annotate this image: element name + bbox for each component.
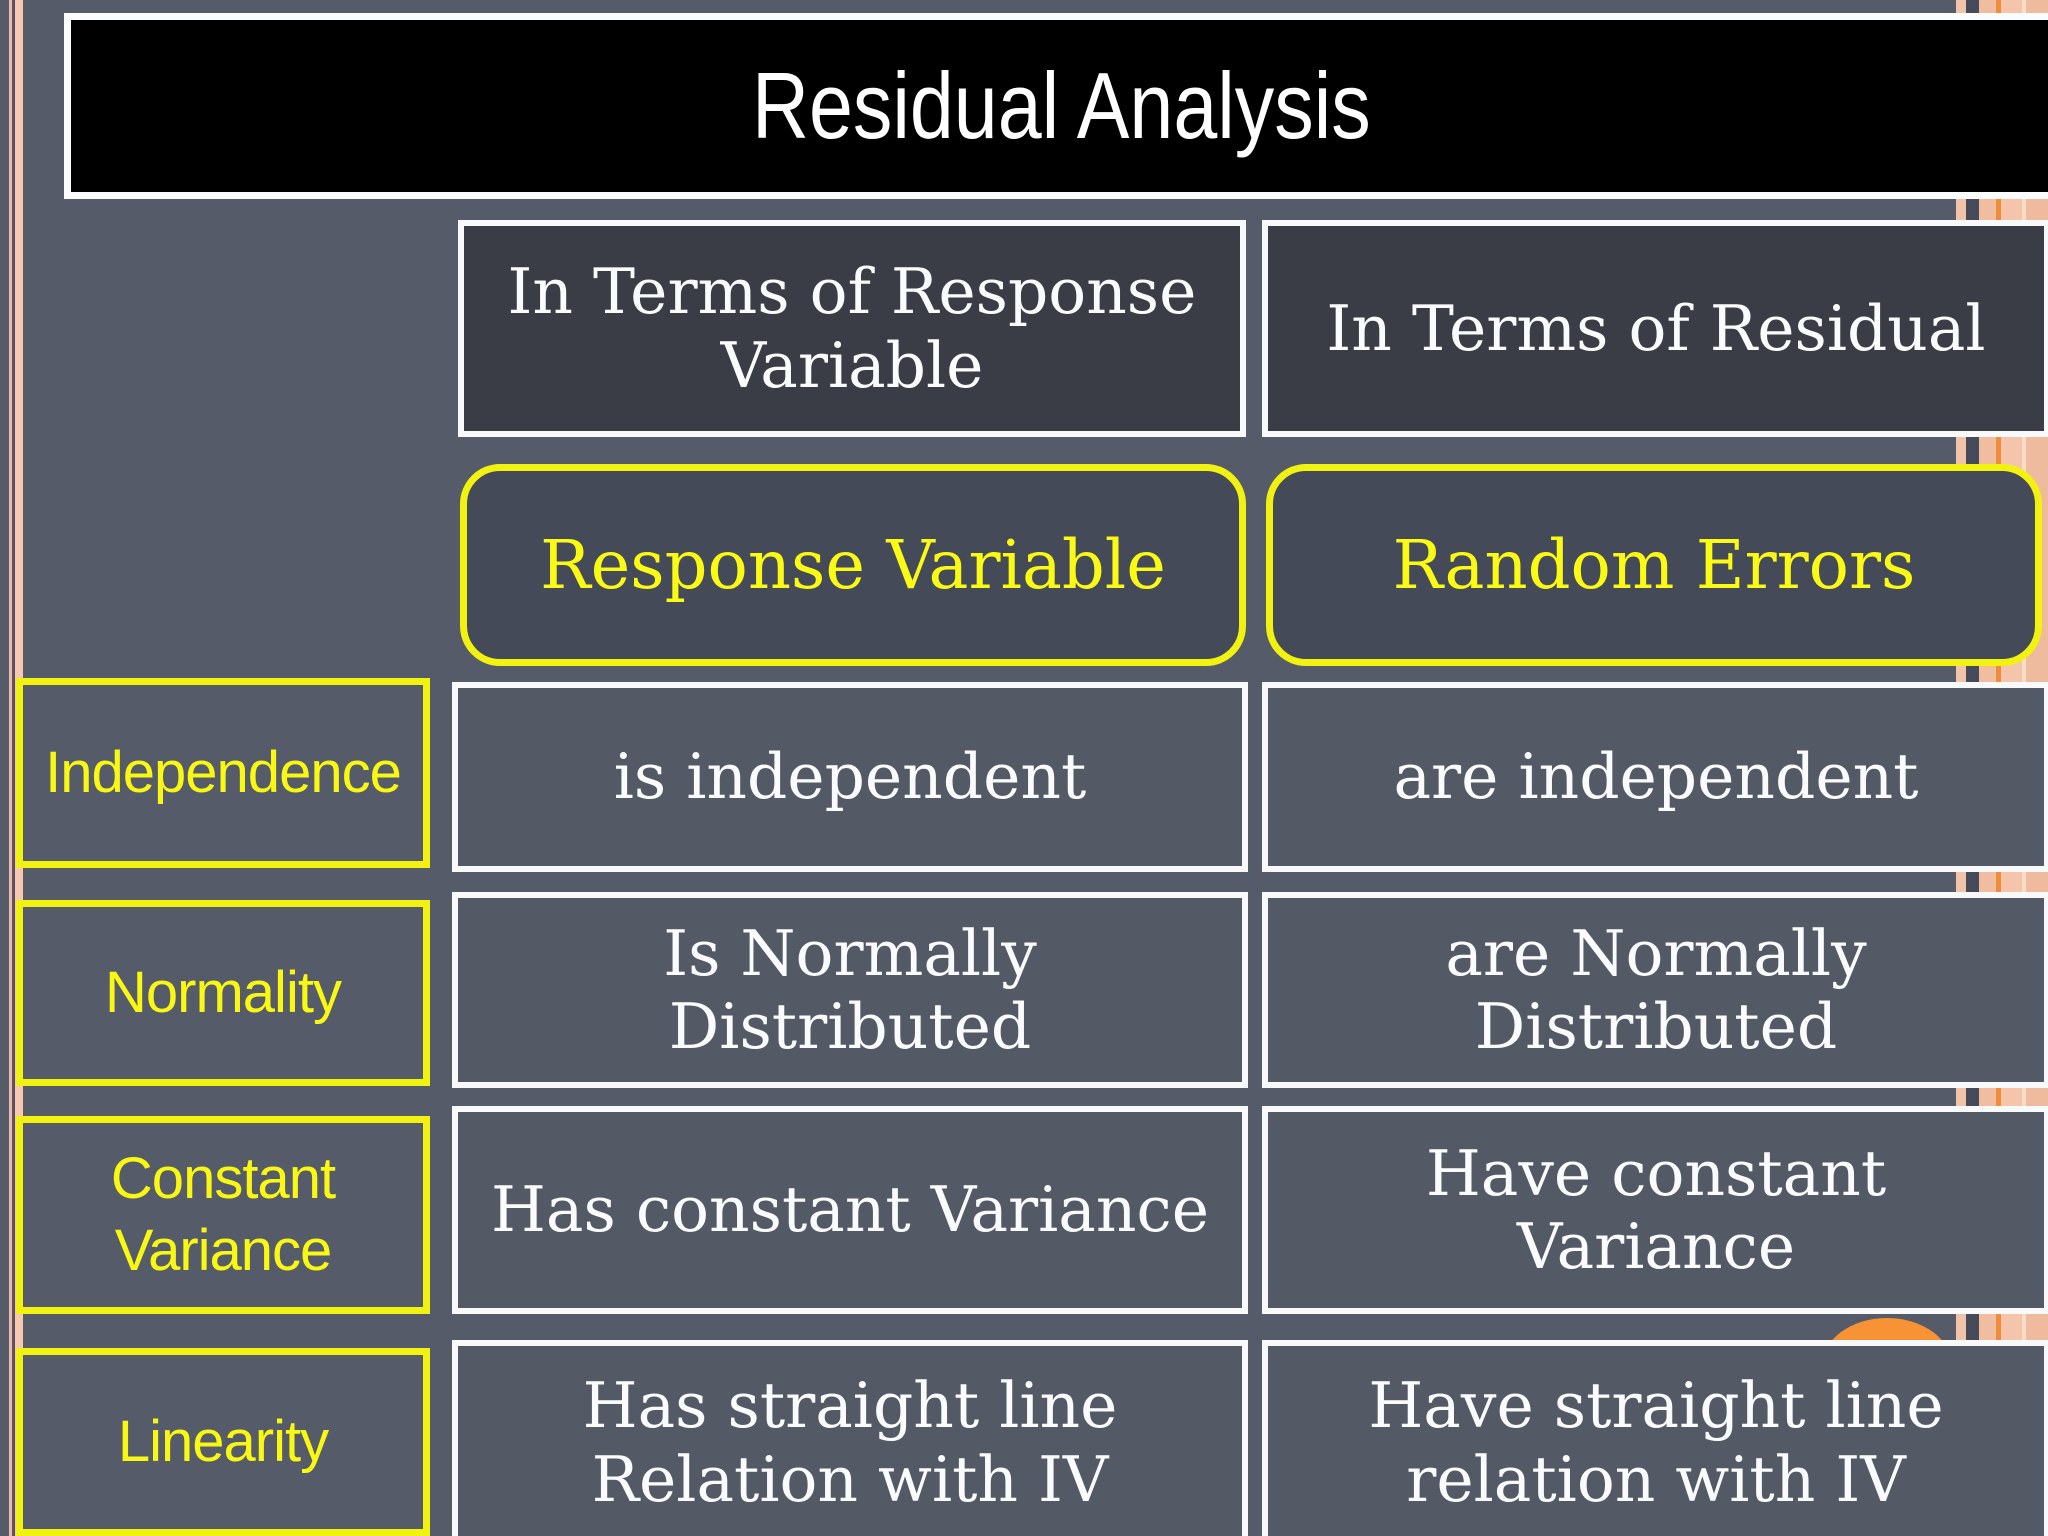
left-stripe-dark-line (12, 0, 15, 1536)
row-label-linearity: Linearity (16, 1348, 430, 1536)
cell-text-line1: Has constant Variance (490, 1173, 1209, 1247)
cell-linearity-response-variable: Has straight line Relation with IV (452, 1340, 1248, 1536)
cell-text-line2: Distributed (668, 990, 1032, 1063)
row-label-constant-variance: Constant Variance (16, 1116, 430, 1314)
cell-text-line1: Is Normally (663, 916, 1037, 990)
subject-label: Random Errors (1392, 526, 1916, 604)
cell-text-line2: Relation with IV (591, 1442, 1109, 1516)
subject-random-errors: Random Errors (1266, 464, 2042, 666)
cell-text-line2: relation with IV (1406, 1442, 1906, 1516)
row-label-text: Linearity (117, 1408, 329, 1474)
page-title: Residual Analysis (751, 53, 1371, 158)
cell-text-line1: Has straight line (582, 1369, 1118, 1443)
cell-text-line2: Distributed (1474, 990, 1838, 1063)
column-header-text-line2: Variable (720, 328, 984, 402)
cell-text-line1: are independent (1393, 740, 1919, 814)
column-header-text-line1: In Terms of Residual (1326, 291, 1986, 365)
cell-text-line1: are Normally (1445, 916, 1867, 990)
cell-normality-random-errors: are Normally Distributed (1262, 892, 2048, 1088)
row-label-text: Normality (105, 959, 342, 1025)
row-label-normality: Normality (16, 900, 430, 1086)
cell-independence-response-variable: is independent (452, 682, 1248, 872)
cell-constant-variance-response-variable: Has constant Variance (452, 1106, 1248, 1314)
cell-normality-response-variable: Is Normally Distributed (452, 892, 1248, 1088)
column-header-residual: In Terms of Residual (1262, 220, 2048, 437)
cell-text-line1: Have constant (1425, 1136, 1887, 1210)
cell-text-line2: Variance (1516, 1210, 1796, 1283)
row-label-text: Independence (45, 739, 402, 805)
subject-label: Response Variable (540, 526, 1166, 604)
row-label-independence: Independence (16, 678, 430, 868)
cell-linearity-random-errors: Have straight line relation with IV (1262, 1340, 2048, 1536)
column-header-response-variable: In Terms of Response Variable (458, 220, 1246, 437)
subject-response-variable: Response Variable (460, 464, 1246, 666)
column-header-text-line1: In Terms of Response (507, 255, 1197, 329)
left-stripe-thin-peach (9, 0, 12, 1536)
cell-constant-variance-random-errors: Have constant Variance (1262, 1106, 2048, 1314)
cell-independence-random-errors: are independent (1262, 682, 2048, 872)
cell-text-line1: Have straight line (1368, 1369, 1944, 1443)
row-label-text: Constant Variance (110, 1145, 336, 1284)
cell-text-line1: is independent (613, 740, 1087, 814)
title-bar: Residual Analysis (64, 13, 2048, 199)
